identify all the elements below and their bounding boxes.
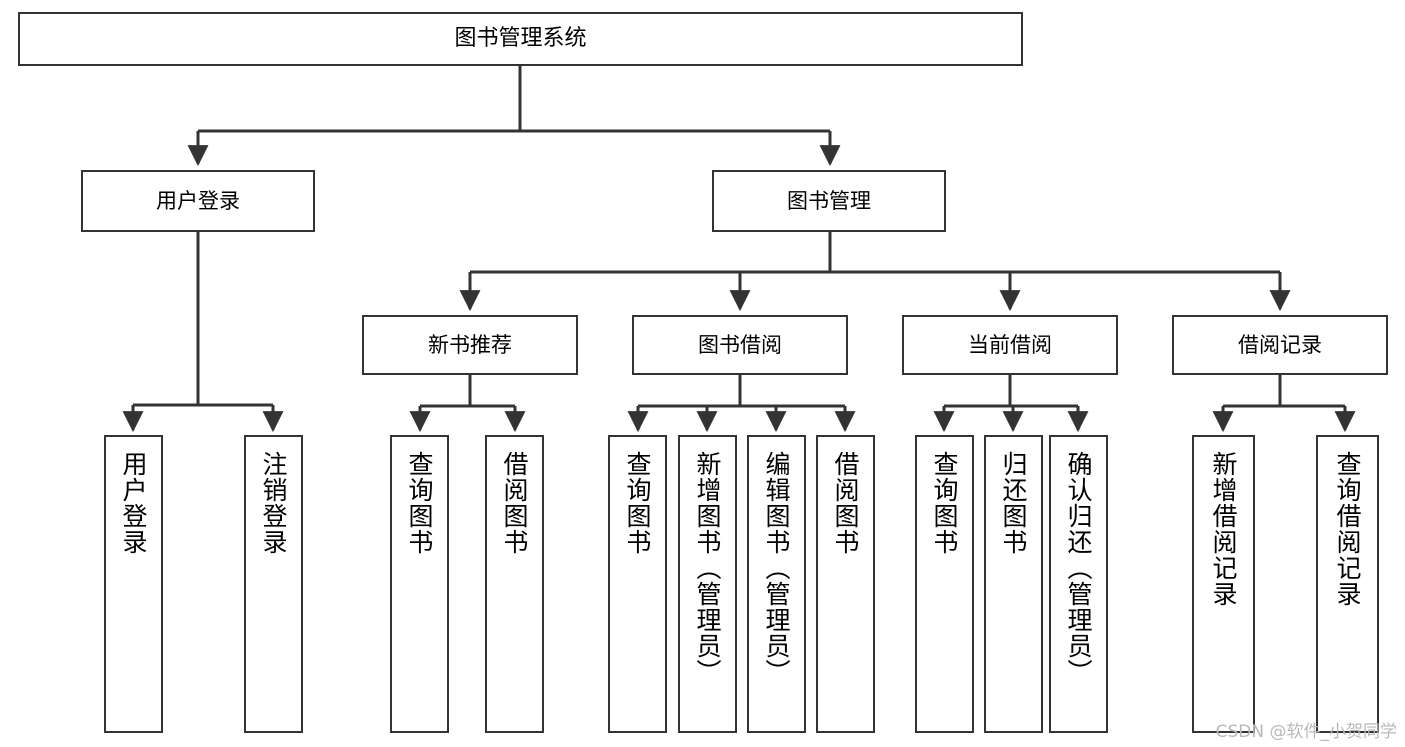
node-label: 图书管理 <box>787 188 871 213</box>
watermark-text: CSDN @软件_小贺同学 <box>1215 722 1397 742</box>
node-root-book-management-system[interactable]: 图书管理系统 <box>18 12 1023 66</box>
node-label: 借阅图书 <box>831 451 860 555</box>
node-label: 查询借阅记录 <box>1333 451 1362 607</box>
node-label: 图书管理系统 <box>454 26 587 52</box>
leaf-borrow-book-borrowing[interactable]: 借阅图书 <box>816 435 875 733</box>
node-label: 查询图书 <box>930 451 959 555</box>
node-user-login[interactable]: 用户登录 <box>81 170 315 232</box>
node-label: 用户登录 <box>156 188 240 213</box>
node-label: 新增借阅记录 <box>1209 451 1238 607</box>
leaf-add-book-admin[interactable]: 新增图书（管理员） <box>678 435 737 733</box>
node-book-borrowing[interactable]: 图书借阅 <box>632 315 848 375</box>
node-label: 新书推荐 <box>428 332 512 357</box>
leaf-query-borrowing-record[interactable]: 查询借阅记录 <box>1316 435 1379 733</box>
node-label: 借阅图书 <box>500 451 529 555</box>
node-label: 归还图书 <box>999 451 1028 555</box>
node-label: 用户登录 <box>119 451 148 555</box>
node-label: 注销登录 <box>259 451 288 555</box>
node-label: 借阅记录 <box>1238 332 1322 357</box>
leaf-add-borrowing-record[interactable]: 新增借阅记录 <box>1192 435 1255 733</box>
node-label: 确认归还（管理员） <box>1064 451 1093 685</box>
node-label: 图书借阅 <box>698 332 782 357</box>
leaf-query-book-current[interactable]: 查询图书 <box>915 435 974 733</box>
node-label: 新增图书（管理员） <box>693 451 722 685</box>
leaf-query-book-recommendation[interactable]: 查询图书 <box>390 435 449 733</box>
node-current-borrowing[interactable]: 当前借阅 <box>902 315 1118 375</box>
node-label: 查询图书 <box>623 451 652 555</box>
node-borrowing-records[interactable]: 借阅记录 <box>1172 315 1388 375</box>
leaf-borrow-book-recommendation[interactable]: 借阅图书 <box>485 435 544 733</box>
leaf-user-login[interactable]: 用户登录 <box>104 435 163 733</box>
leaf-user-logout[interactable]: 注销登录 <box>244 435 303 733</box>
leaf-query-book-borrowing[interactable]: 查询图书 <box>608 435 667 733</box>
node-book-management[interactable]: 图书管理 <box>712 170 946 232</box>
node-label: 查询图书 <box>405 451 434 555</box>
leaf-confirm-return-admin[interactable]: 确认归还（管理员） <box>1049 435 1108 733</box>
node-label: 当前借阅 <box>968 332 1052 357</box>
node-new-book-recommendation[interactable]: 新书推荐 <box>362 315 578 375</box>
leaf-edit-book-admin[interactable]: 编辑图书（管理员） <box>747 435 806 733</box>
node-label: 编辑图书（管理员） <box>762 451 791 685</box>
leaf-return-book[interactable]: 归还图书 <box>984 435 1043 733</box>
